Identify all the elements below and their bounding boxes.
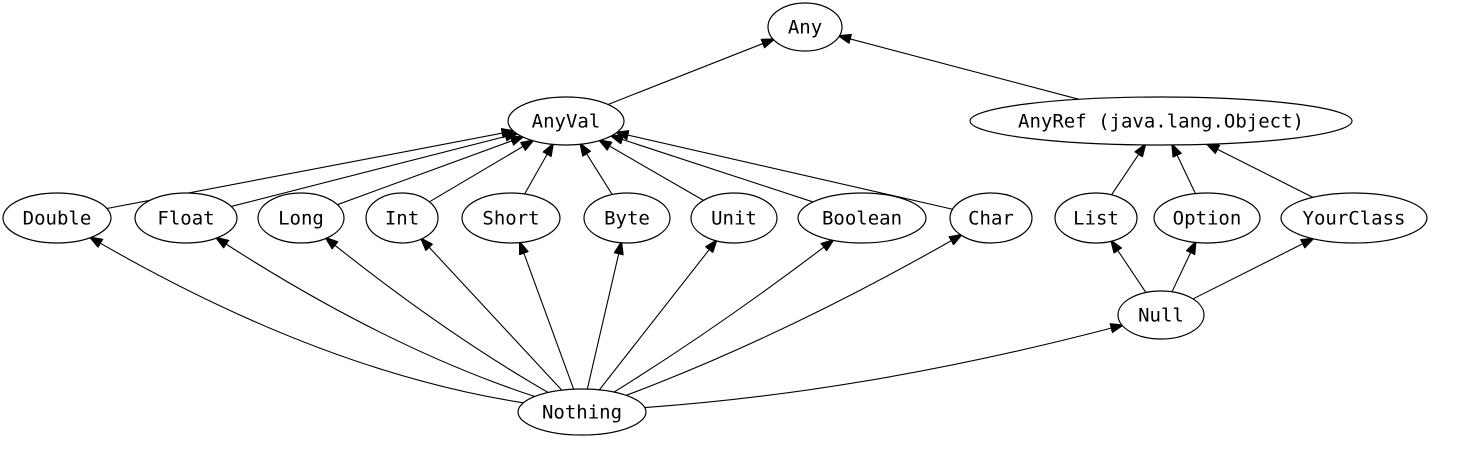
node-ellipse-int <box>365 192 439 244</box>
node-label-option: Option <box>1173 208 1242 230</box>
node-ellipse-short <box>461 192 561 244</box>
node-label-anyval: AnyVal <box>532 111 601 133</box>
node-option: Option <box>1153 192 1261 244</box>
edge-long-to-anyval <box>337 137 522 206</box>
node-anyval: AnyVal <box>507 96 625 146</box>
edge-nothing-to-float <box>217 238 535 398</box>
node-ellipse-unit <box>690 192 778 244</box>
node-label-long: Long <box>278 208 324 230</box>
edge-yourclass-to-anyref <box>1207 144 1314 198</box>
node-ellipse-nothing <box>517 388 647 436</box>
node-label-any: Any <box>788 17 822 39</box>
edge-float-to-anyval <box>231 134 516 207</box>
node-ellipse-yourclass <box>1280 192 1428 244</box>
node-ellipse-long <box>257 192 345 244</box>
node-ellipse-anyref <box>969 96 1353 146</box>
node-label-byte: Byte <box>604 208 650 230</box>
edge-nothing-to-long <box>326 238 549 393</box>
node-int: Int <box>365 192 439 244</box>
node-any: Any <box>767 2 843 52</box>
edge-anyref-to-any <box>839 36 1080 100</box>
edge-short-to-anyval <box>524 144 553 195</box>
edge-char-to-anyval <box>617 133 953 210</box>
edge-nothing-to-char <box>625 235 961 396</box>
edge-list-to-anyref <box>1111 145 1145 196</box>
node-long: Long <box>257 192 345 244</box>
edge-option-to-anyref <box>1172 145 1196 194</box>
edge-null-to-option <box>1171 242 1195 293</box>
edge-anyval-to-any <box>607 39 773 105</box>
node-ellipse-float <box>134 192 238 244</box>
edge-null-to-list <box>1112 241 1147 293</box>
node-label-list: List <box>1073 208 1119 230</box>
node-null: Null <box>1117 290 1205 340</box>
node-label-nothing: Nothing <box>542 402 622 424</box>
node-float: Float <box>134 192 238 244</box>
node-short: Short <box>461 192 561 244</box>
node-ellipse-boolean <box>797 192 927 244</box>
node-ellipse-byte <box>583 192 671 244</box>
edge-unit-to-anyval <box>600 141 704 201</box>
edge-boolean-to-anyval <box>611 136 814 203</box>
edge-byte-to-anyval <box>581 144 613 195</box>
edge-nothing-to-short <box>520 243 575 390</box>
node-unit: Unit <box>690 192 778 244</box>
edges-layer <box>91 36 1314 409</box>
edge-nothing-to-unit <box>598 241 716 391</box>
node-label-null: Null <box>1138 305 1184 327</box>
node-label-boolean: Boolean <box>822 208 902 230</box>
edge-nothing-to-byte <box>586 243 621 390</box>
node-ellipse-option <box>1153 192 1261 244</box>
edge-nothing-to-int <box>421 239 563 391</box>
node-nothing: Nothing <box>517 388 647 436</box>
node-label-char: Char <box>968 208 1014 230</box>
node-label-int: Int <box>385 208 419 230</box>
node-anyref: AnyRef (java.lang.Object) <box>969 96 1353 146</box>
node-label-double: Double <box>23 208 92 230</box>
edge-nothing-to-boolean <box>613 240 833 393</box>
node-ellipse-char <box>949 192 1033 244</box>
node-boolean: Boolean <box>797 192 927 244</box>
edge-int-to-anyval <box>429 141 532 203</box>
node-label-unit: Unit <box>711 208 757 230</box>
node-label-anyref: AnyRef (java.lang.Object) <box>1018 111 1304 133</box>
edge-nothing-to-double <box>91 238 524 404</box>
node-byte: Byte <box>583 192 671 244</box>
node-double: Double <box>2 192 112 244</box>
node-char: Char <box>949 192 1033 244</box>
node-list: List <box>1054 192 1138 244</box>
node-ellipse-list <box>1054 192 1138 244</box>
node-label-short: Short <box>482 208 539 230</box>
edge-nothing-to-null <box>644 325 1122 409</box>
node-ellipse-anyval <box>507 96 625 146</box>
node-ellipse-null <box>1117 290 1205 340</box>
node-label-float: Float <box>157 208 214 230</box>
node-ellipse-any <box>767 2 843 52</box>
node-ellipse-double <box>2 192 112 244</box>
node-label-yourclass: YourClass <box>1303 208 1406 230</box>
edge-null-to-yourclass <box>1192 239 1313 300</box>
node-yourclass: YourClass <box>1280 192 1428 244</box>
